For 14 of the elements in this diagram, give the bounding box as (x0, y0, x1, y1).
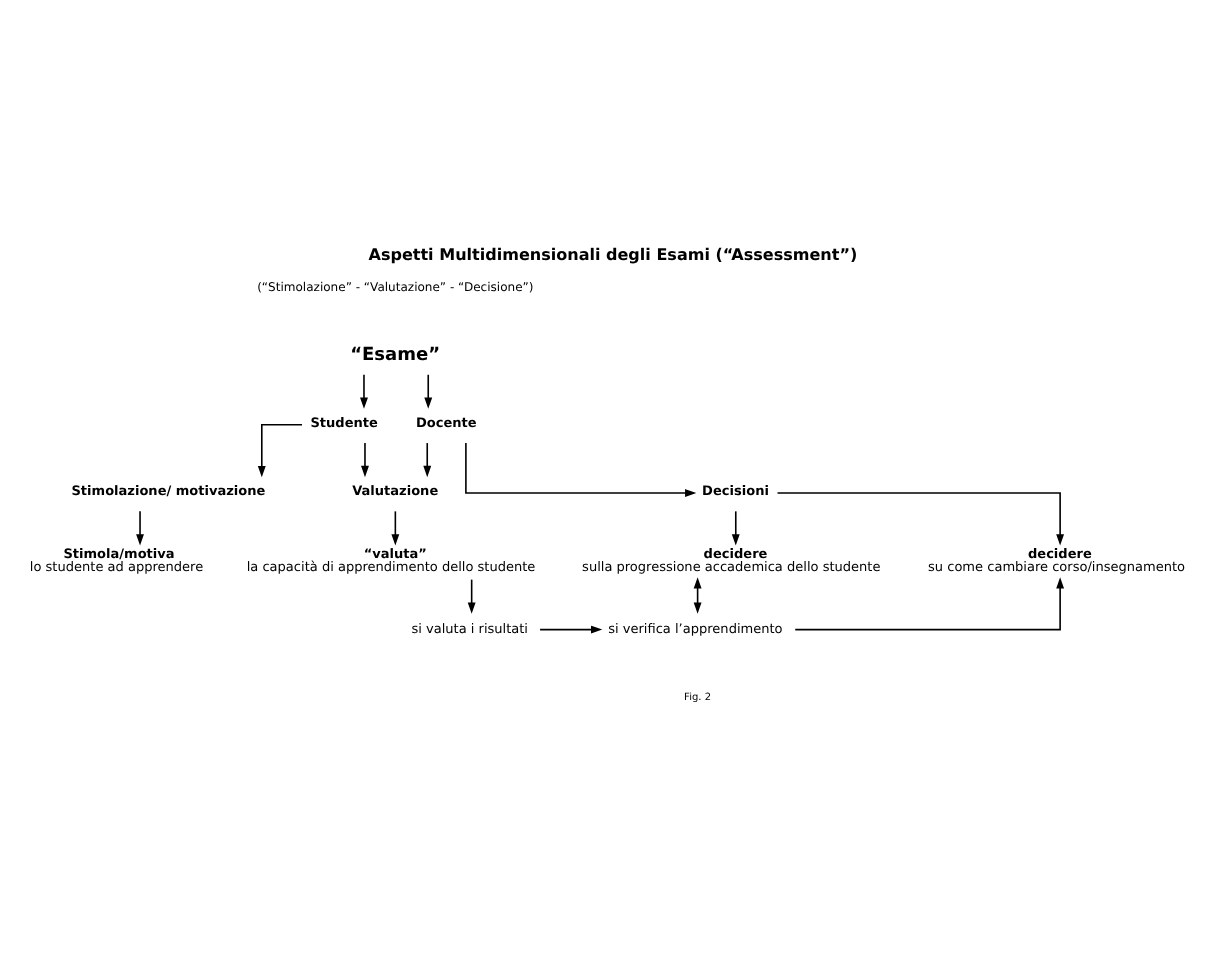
arrow (731, 510, 740, 546)
arrow (424, 373, 433, 409)
arrow (361, 442, 369, 478)
node-text: “Esame” (350, 345, 441, 366)
arrow (794, 577, 1065, 631)
arrow (360, 373, 368, 409)
arrow (423, 442, 432, 478)
arrow (776, 492, 1065, 546)
arrow (136, 510, 144, 546)
arrow (467, 578, 476, 614)
arrow (391, 510, 400, 546)
arrow (465, 442, 697, 497)
arrow (539, 625, 603, 634)
arrow (257, 423, 303, 478)
